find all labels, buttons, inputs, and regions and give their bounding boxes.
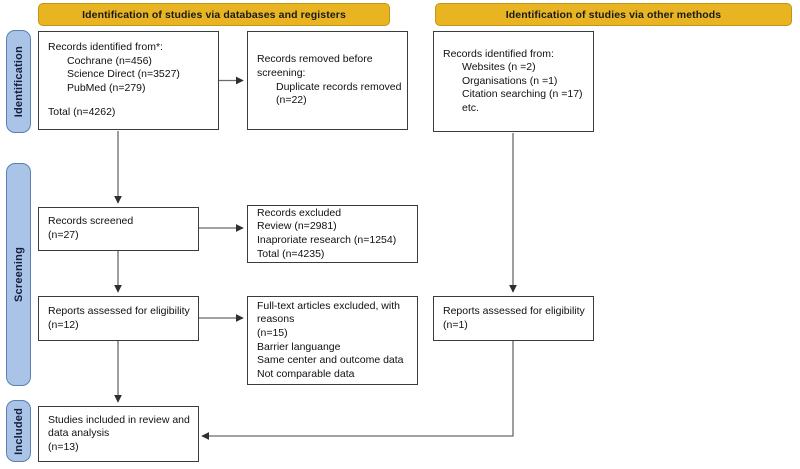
fulltext-excluded-reason-2: Not comparable data [257,367,355,380]
records-excluded-reason-1: Inaproriate research (n=1254) [257,234,397,246]
fulltext-excluded-count: (n=15) [257,326,288,339]
records-identified-source-2: PubMed (n=279) [67,81,146,94]
other-identified-source-0: Websites (n =2) [462,61,536,74]
records-identified-total: Total (n=4262) [48,106,116,119]
records-removed-title-2: screening: [257,66,306,79]
other-identified-source-2: Citation searching (n =17) [462,88,583,101]
records-screened-count: (n=27) [48,229,79,241]
records-excluded-reason-0: Review (n=2981) [257,220,337,233]
stage-band-identification: Identification [6,30,31,133]
stage-band-included: Included [6,400,31,462]
records-identified-source-0: Cochrane (n=456) [67,54,152,67]
fulltext-excluded-title: Full-text articles excluded, with [257,299,400,312]
studies-included-title: Studies included in review and [48,413,190,426]
arrow-other-eligibility-to-included [201,341,514,440]
section-header-databases: Identification of studies via databases … [38,3,390,26]
stage-band-identification-label: Identification [12,45,25,118]
section-header-databases-label: Identification of studies via databases … [82,8,346,21]
stage-band-included-label: Included [12,407,25,455]
box-records-removed: Records removed before screening: Duplic… [247,31,408,130]
records-identified-spacer [48,95,210,106]
fulltext-excluded-title-2: reasons [257,313,295,326]
records-screened-title: Records screened [48,215,134,228]
reports-eligibility-other-title: Reports assessed for eligibility [443,304,585,317]
records-excluded-title: Records excluded [257,206,342,219]
studies-included-count: (n=13) [48,440,79,453]
box-studies-included: Studies included in review and data anal… [38,406,199,462]
reports-eligibility-other-count: (n=1) [443,318,468,331]
records-identified-source-1: Science Direct (n=3527) [67,68,180,81]
box-reports-eligibility-other: Reports assessed for eligibility (n=1) [433,296,594,341]
other-identified-source-3: etc. [462,101,479,114]
records-removed-title: Records removed before [257,53,373,66]
box-fulltext-excluded: Full-text articles excluded, with reason… [247,296,418,385]
box-records-excluded: Records excluded Review (n=2981) Inapror… [247,205,418,263]
box-reports-eligibility: Reports assessed for eligibility (n=12) [38,296,199,341]
other-identified-source-1: Organisations (n =1) [462,74,558,87]
studies-included-title-2: data analysis [48,427,110,440]
reports-eligibility-title: Reports assessed for eligibility [48,304,190,317]
fulltext-excluded-reason-0: Barrier languange [257,340,341,353]
reports-eligibility-count: (n=12) [48,318,79,331]
box-records-screened: Records screened (n=27) [38,207,199,251]
section-header-other-methods-label: Identification of studies via other meth… [505,8,722,21]
box-other-identified: Records identified from: Websites (n =2)… [433,31,594,132]
records-identified-title: Records identified from*: [48,41,163,54]
fulltext-excluded-reason-1: Same center and outcome data [257,354,404,367]
stage-band-screening-label: Screening [12,247,25,302]
box-records-identified: Records identified from*: Cochrane (n=45… [38,31,219,130]
records-removed-duplicates: Duplicate records removed [276,80,402,93]
section-header-other-methods: Identification of studies via other meth… [435,3,792,26]
records-excluded-reason-2: Total (n=4235) [257,247,325,260]
other-identified-title: Records identified from: [443,47,554,60]
stage-band-screening: Screening [6,163,31,386]
records-removed-duplicates-count: (n=22) [276,94,307,107]
